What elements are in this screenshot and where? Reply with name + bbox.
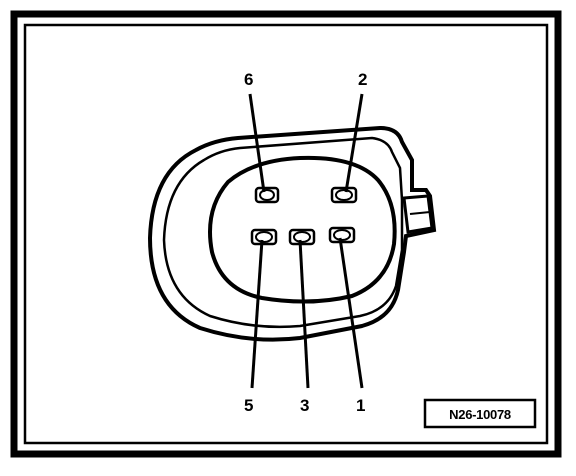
pin-label-3: 3 [300,396,309,415]
leader-line-1 [338,237,364,389]
leader-line-3 [298,239,310,389]
reference-code: N26-10078 [449,407,511,422]
pin-cavity-1 [328,226,356,244]
connector-housing-inner-line [162,136,404,329]
reference-code-box [423,398,537,429]
pin-label-2: 2 [358,70,367,89]
leader-line-5 [250,239,264,389]
pin-label-1: 1 [356,396,365,415]
outer-border [10,10,562,458]
locking-tab-edge [409,211,431,215]
inner-border [23,23,549,445]
leader-line-2 [344,93,364,193]
pin-label-5: 5 [244,396,253,415]
pin-cavity-3 [288,228,316,246]
pin-cavity-5 [250,228,278,246]
pin-cavity-6 [254,186,280,204]
leader-line-6 [248,93,266,193]
pin-cavity-2 [330,186,358,204]
pin-label-6: 6 [244,70,253,89]
